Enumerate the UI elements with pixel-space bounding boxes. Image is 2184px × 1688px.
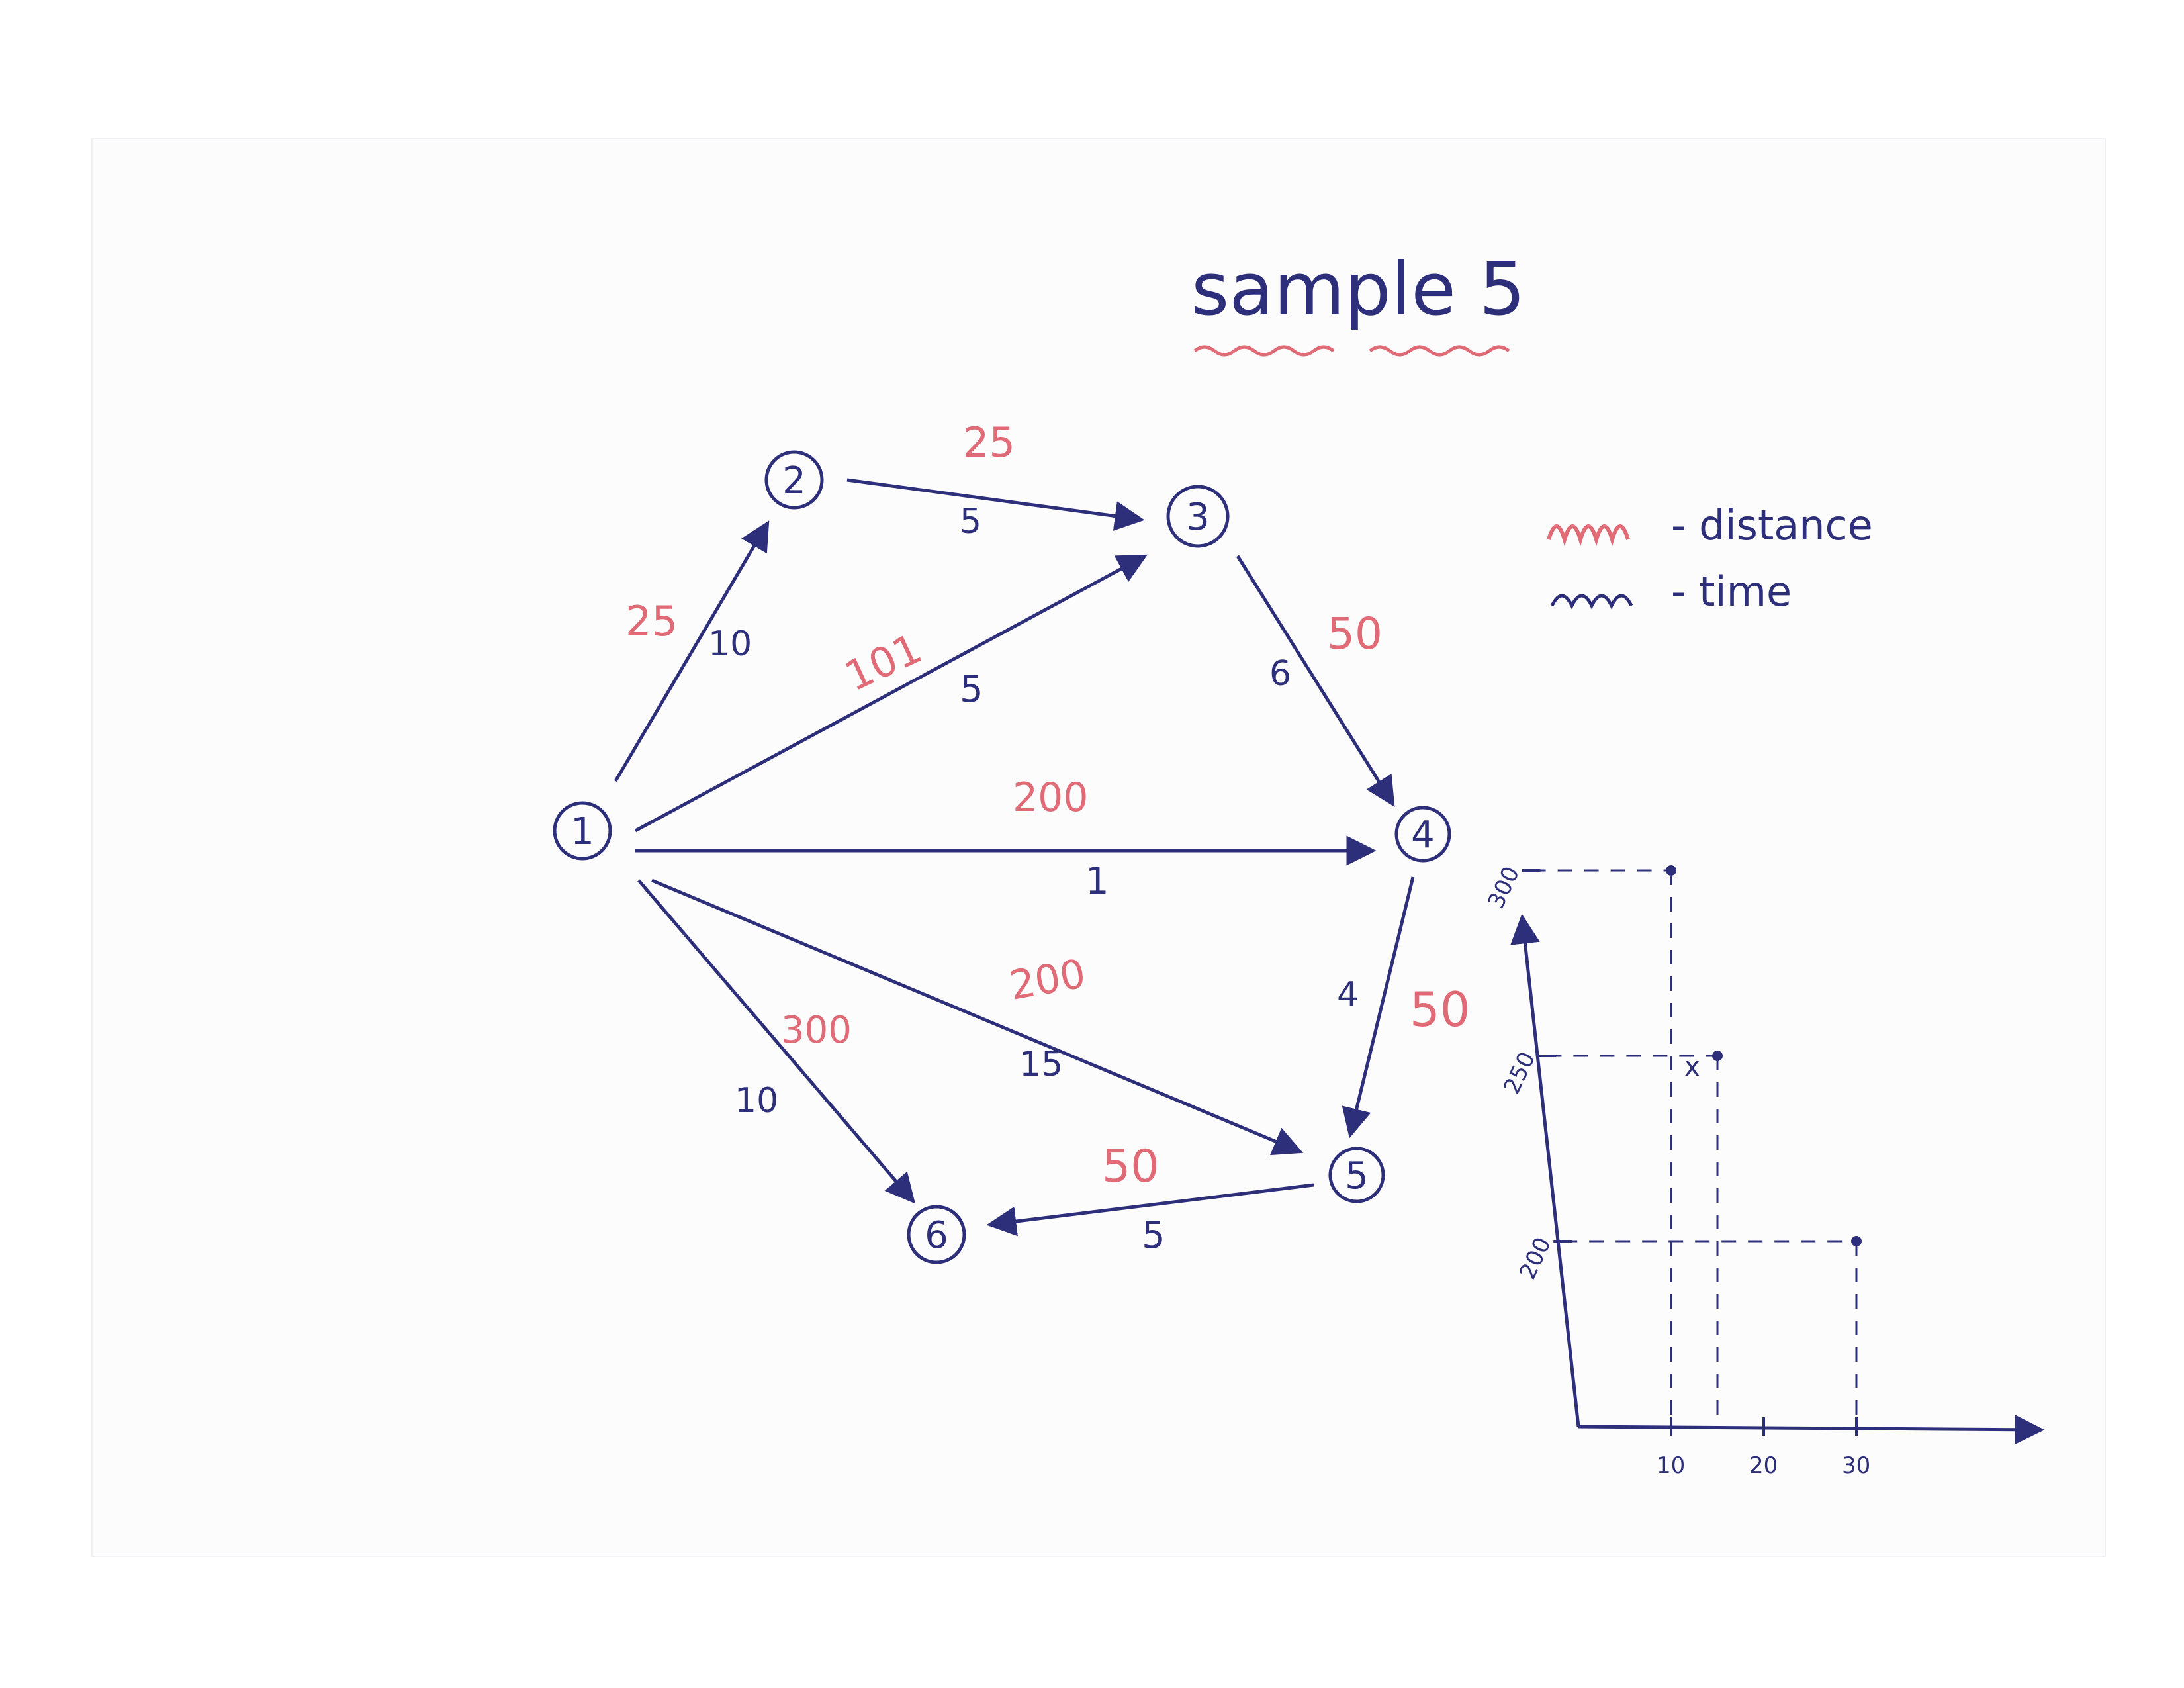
edge-1-3 <box>634 554 1148 833</box>
edge-1-4-distance: 200 <box>1013 774 1089 821</box>
nodes: 1 2 3 4 5 6 <box>553 450 1451 1264</box>
paper-sheet <box>93 139 2105 1556</box>
inset-marker-label: x <box>1684 1052 1700 1082</box>
edge-2-3-time: 5 <box>960 502 981 541</box>
edge-1-3-time: 5 <box>960 668 983 711</box>
edge-3-4-time: 6 <box>1269 654 1291 694</box>
edge-1-5-distance: 200 <box>1006 951 1089 1009</box>
inset-point <box>1666 865 1676 876</box>
node-1: 1 <box>553 801 612 861</box>
node-1-label: 1 <box>570 810 594 853</box>
edge-1-5-time: 15 <box>1019 1045 1063 1084</box>
legend-distance-swatch <box>1547 524 1630 547</box>
node-4-label: 4 <box>1411 814 1435 857</box>
edge-1-6 <box>637 879 915 1204</box>
inset-y-tick-label: 200 <box>1514 1233 1557 1284</box>
node-5: 5 <box>1328 1147 1385 1203</box>
page-title: sample 5 <box>1191 247 1525 332</box>
edge-1-6-distance: 300 <box>781 1009 852 1052</box>
node-6: 6 <box>907 1205 966 1264</box>
title-underline-red <box>1193 345 1335 357</box>
title-underline-red-2 <box>1369 345 1510 357</box>
node-2: 2 <box>764 450 824 510</box>
node-3-label: 3 <box>1186 496 1210 539</box>
legend-time-swatch <box>1550 594 1633 610</box>
inset-point <box>1712 1051 1723 1061</box>
edge-5-6-distance: 50 <box>1102 1141 1160 1193</box>
edge-5-6-time: 5 <box>1142 1214 1165 1257</box>
legend: - distance - time <box>1547 501 1873 616</box>
inset-plot: 200 250 300 10 20 30 x <box>1483 863 2045 1479</box>
inset-x-tick-label: 30 <box>1842 1452 1870 1479</box>
edge-4-5-time: 4 <box>1337 975 1359 1015</box>
edge-3-4 <box>1236 555 1395 807</box>
inset-y-tick-label: 250 <box>1498 1048 1541 1098</box>
edge-5-6 <box>986 1183 1314 1237</box>
edge-labels: 25 10 25 5 101 5 50 6 200 1 50 4 200 15 … <box>625 418 1471 1257</box>
inset-y-tick-label: 300 <box>1483 863 1525 913</box>
edge-2-3 <box>846 478 1145 531</box>
node-5-label: 5 <box>1345 1154 1369 1197</box>
edge-1-2 <box>614 520 770 782</box>
edge-4-5-distance: 50 <box>1410 982 1471 1037</box>
inset-x-axis <box>1578 1415 2045 1445</box>
node-6-label: 6 <box>925 1214 948 1257</box>
edge-3-4-distance: 50 <box>1327 608 1383 659</box>
node-4: 4 <box>1394 806 1451 863</box>
edge-1-2-time: 10 <box>708 624 752 664</box>
edge-1-5 <box>651 878 1304 1156</box>
edge-1-3-distance: 101 <box>837 624 929 700</box>
inset-x-tick-label: 10 <box>1657 1452 1685 1479</box>
legend-time-label: - time <box>1671 567 1792 616</box>
inset-point <box>1851 1236 1862 1246</box>
edge-2-3-distance: 25 <box>963 418 1015 467</box>
node-2-label: 2 <box>782 459 806 502</box>
inset-y-axis <box>1510 914 1580 1427</box>
legend-distance-label: - distance <box>1671 501 1873 549</box>
edge-1-2-distance: 25 <box>625 597 678 645</box>
edge-1-6-time: 10 <box>735 1081 778 1121</box>
node-3: 3 <box>1166 485 1230 548</box>
edges <box>614 478 1415 1237</box>
edge-1-4-time: 1 <box>1085 860 1109 903</box>
inset-x-tick-label: 20 <box>1749 1452 1778 1479</box>
edge-4-5 <box>1342 876 1415 1139</box>
